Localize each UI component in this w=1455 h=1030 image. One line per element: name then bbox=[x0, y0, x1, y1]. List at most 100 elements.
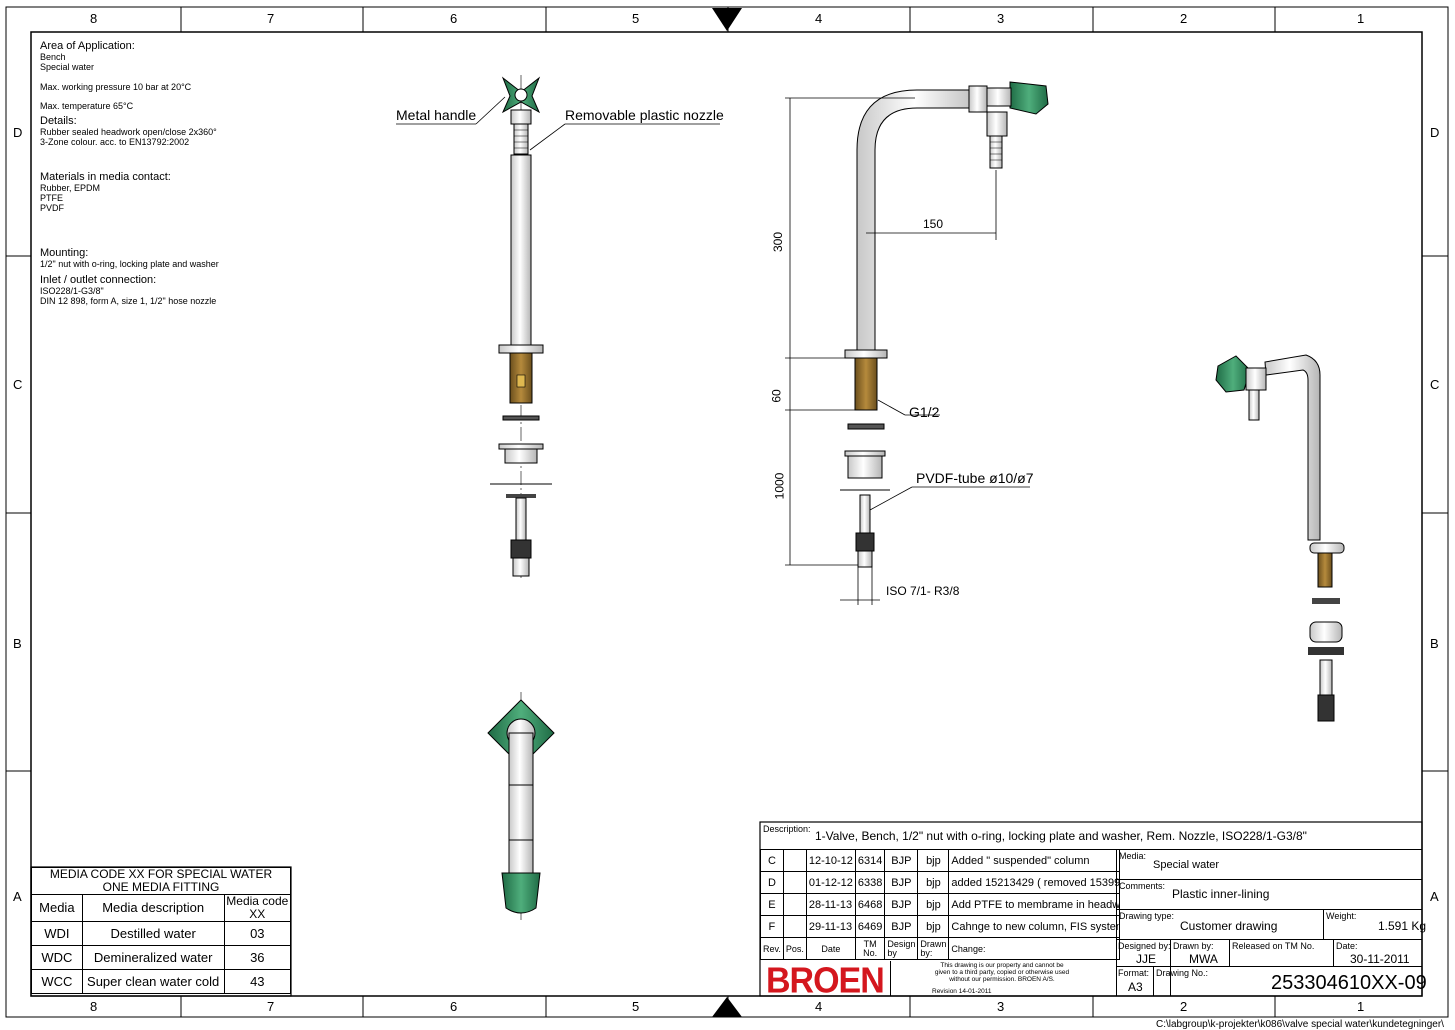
drawing-type-value: Customer drawing bbox=[1180, 919, 1278, 933]
row-label: C bbox=[13, 377, 23, 392]
col-label: 7 bbox=[267, 11, 275, 26]
details-heading: Details: bbox=[40, 115, 77, 127]
media-table-title: MEDIA CODE XX FOR SPECIAL WATER ONE MEDI… bbox=[31, 867, 291, 895]
media-header: Media description bbox=[81, 894, 225, 922]
col-label: 1 bbox=[1357, 999, 1365, 1014]
media-table-title-1: MEDIA CODE XX FOR SPECIAL WATER bbox=[49, 867, 273, 882]
table-cell: WDI bbox=[31, 921, 83, 946]
format-value: A3 bbox=[1128, 980, 1143, 994]
drawn-by-label: Drawn by: bbox=[1173, 941, 1214, 951]
note-line: 1/2" nut with o-ring, locking plate and … bbox=[40, 259, 219, 269]
col-label: 5 bbox=[632, 999, 640, 1014]
weight-label: Weight: bbox=[1326, 911, 1357, 921]
table-cell: Destilled water bbox=[81, 921, 225, 946]
table-row: E 28-11-13 6468 BJP bjp Add PTFE to memb… bbox=[760, 893, 1121, 916]
comments-value: Plastic inner-lining bbox=[1172, 887, 1270, 901]
table-cell: WDC bbox=[31, 945, 83, 970]
note-line: DIN 12 898, form A, size 1, 1/2" hose no… bbox=[40, 296, 217, 306]
row-label: B bbox=[1430, 636, 1439, 651]
col-label: 4 bbox=[815, 11, 823, 26]
col-label: 4 bbox=[815, 999, 823, 1014]
col-label: 8 bbox=[90, 999, 98, 1014]
note-line: PTFE bbox=[40, 193, 64, 203]
col-label: 2 bbox=[1180, 999, 1188, 1014]
table-row: F 29-11-13 6469 BJP bjp Cahnge to new co… bbox=[760, 915, 1121, 938]
table-cell: Super clean water cold bbox=[81, 969, 225, 994]
designed-by-value: JJE bbox=[1136, 952, 1157, 966]
table-row: C 12-10-12 6314 BJP bjp Added " suspende… bbox=[760, 849, 1121, 872]
note-line: ISO228/1-G3/8" bbox=[40, 286, 104, 296]
table-cell: Demineralized water bbox=[81, 945, 225, 970]
table-cell: 03 bbox=[223, 921, 292, 946]
weight-value: 1.591 Kg bbox=[1378, 919, 1427, 933]
isometric-view bbox=[1215, 354, 1345, 722]
row-label: A bbox=[1430, 889, 1439, 904]
dim-300: 300 bbox=[771, 231, 786, 253]
format-label: Format: bbox=[1118, 968, 1150, 978]
media-header: Media bbox=[31, 894, 83, 922]
note-line: Rubber, EPDM bbox=[40, 183, 101, 193]
note-line: Max. temperature 65°C bbox=[40, 101, 134, 111]
col-label: 6 bbox=[450, 999, 458, 1014]
table-cell: 36 bbox=[223, 945, 292, 970]
dim-150: 150 bbox=[923, 217, 944, 231]
table-row: D 01-12-12 6338 BJP bjp added 15213429 (… bbox=[760, 871, 1121, 894]
media-label: Media: bbox=[1119, 851, 1147, 861]
date-value: 30-11-2011 bbox=[1350, 952, 1410, 966]
note-line: Max. working pressure 10 bar at 20°C bbox=[40, 82, 192, 92]
rev-header-row: Rev. Pos. Date TM No. Design by Drawn by… bbox=[760, 937, 1121, 960]
materials-heading: Materials in media contact: bbox=[40, 171, 171, 183]
center-mark-top bbox=[712, 8, 742, 31]
comments-label: Comments: bbox=[1119, 881, 1166, 891]
drawn-by-value: MWA bbox=[1189, 952, 1218, 966]
row-label: D bbox=[13, 125, 23, 140]
revision-note: Revision 14-01-2011 bbox=[932, 988, 992, 995]
row-label: D bbox=[1430, 125, 1440, 140]
note-line: PVDF bbox=[40, 203, 65, 213]
table-cell: WCC bbox=[31, 969, 83, 994]
media-table: MEDIA CODE XX FOR SPECIAL WATER ONE MEDI… bbox=[31, 867, 292, 994]
area-heading: Area of Application: bbox=[40, 40, 135, 52]
col-label: 2 bbox=[1180, 11, 1188, 26]
front-view bbox=[490, 75, 552, 580]
top-view bbox=[487, 692, 555, 920]
pvdf-callout: PVDF-tube ø10/ø7 bbox=[916, 470, 1034, 486]
col-label: 8 bbox=[90, 11, 98, 26]
description-text: 1-Valve, Bench, 1/2" nut with o-ring, lo… bbox=[815, 829, 1307, 843]
row-label: A bbox=[13, 889, 22, 904]
col-label: 3 bbox=[997, 999, 1005, 1014]
property-notice: This drawing is our property and cannot … bbox=[934, 962, 1070, 983]
dim-60: 60 bbox=[769, 389, 784, 403]
row-label: C bbox=[1430, 377, 1440, 392]
iso-callout: ISO 7/1- R3/8 bbox=[886, 584, 960, 598]
nozzle-callout: Removable plastic nozzle bbox=[565, 107, 724, 123]
center-mark-bottom bbox=[712, 997, 742, 1017]
col-label: 3 bbox=[997, 11, 1005, 26]
note-line: 3-Zone colour. acc. to EN13792:2002 bbox=[40, 137, 190, 147]
drawing-number: 253304610XX-09 bbox=[1271, 972, 1427, 994]
broen-logo: BROEN bbox=[766, 961, 885, 1001]
file-path: C:\labgroup\k-projekter\k086\valve speci… bbox=[1156, 1019, 1444, 1030]
media-header: Media code XX bbox=[223, 894, 292, 922]
released-label: Released on TM No. bbox=[1232, 941, 1315, 951]
note-line: Rubber sealed headwork open/close 2x360° bbox=[40, 127, 217, 137]
revision-table: C 12-10-12 6314 BJP bjp Added " suspende… bbox=[760, 849, 1121, 960]
side-view bbox=[785, 81, 1049, 605]
inlet-heading: Inlet / outlet connection: bbox=[40, 274, 157, 286]
note-line: Special water bbox=[40, 62, 95, 72]
col-label: 6 bbox=[450, 11, 458, 26]
metal-handle-callout: Metal handle bbox=[396, 107, 477, 123]
dim-1000: 1000 bbox=[772, 472, 787, 500]
designed-by-label: Designed by: bbox=[1118, 941, 1171, 951]
row-label: B bbox=[13, 636, 22, 651]
col-label: 1 bbox=[1357, 11, 1365, 26]
g12-callout: G1/2 bbox=[909, 404, 940, 420]
inner-frame bbox=[30, 31, 1423, 997]
mounting-heading: Mounting: bbox=[40, 247, 89, 259]
description-label: Description: bbox=[763, 824, 811, 834]
media-table-title-2: ONE MEDIA FITTING bbox=[102, 880, 220, 894]
drawing-type-label: Drawing type: bbox=[1119, 911, 1175, 921]
col-label: 5 bbox=[632, 11, 640, 26]
note-line: Bench bbox=[40, 52, 66, 62]
